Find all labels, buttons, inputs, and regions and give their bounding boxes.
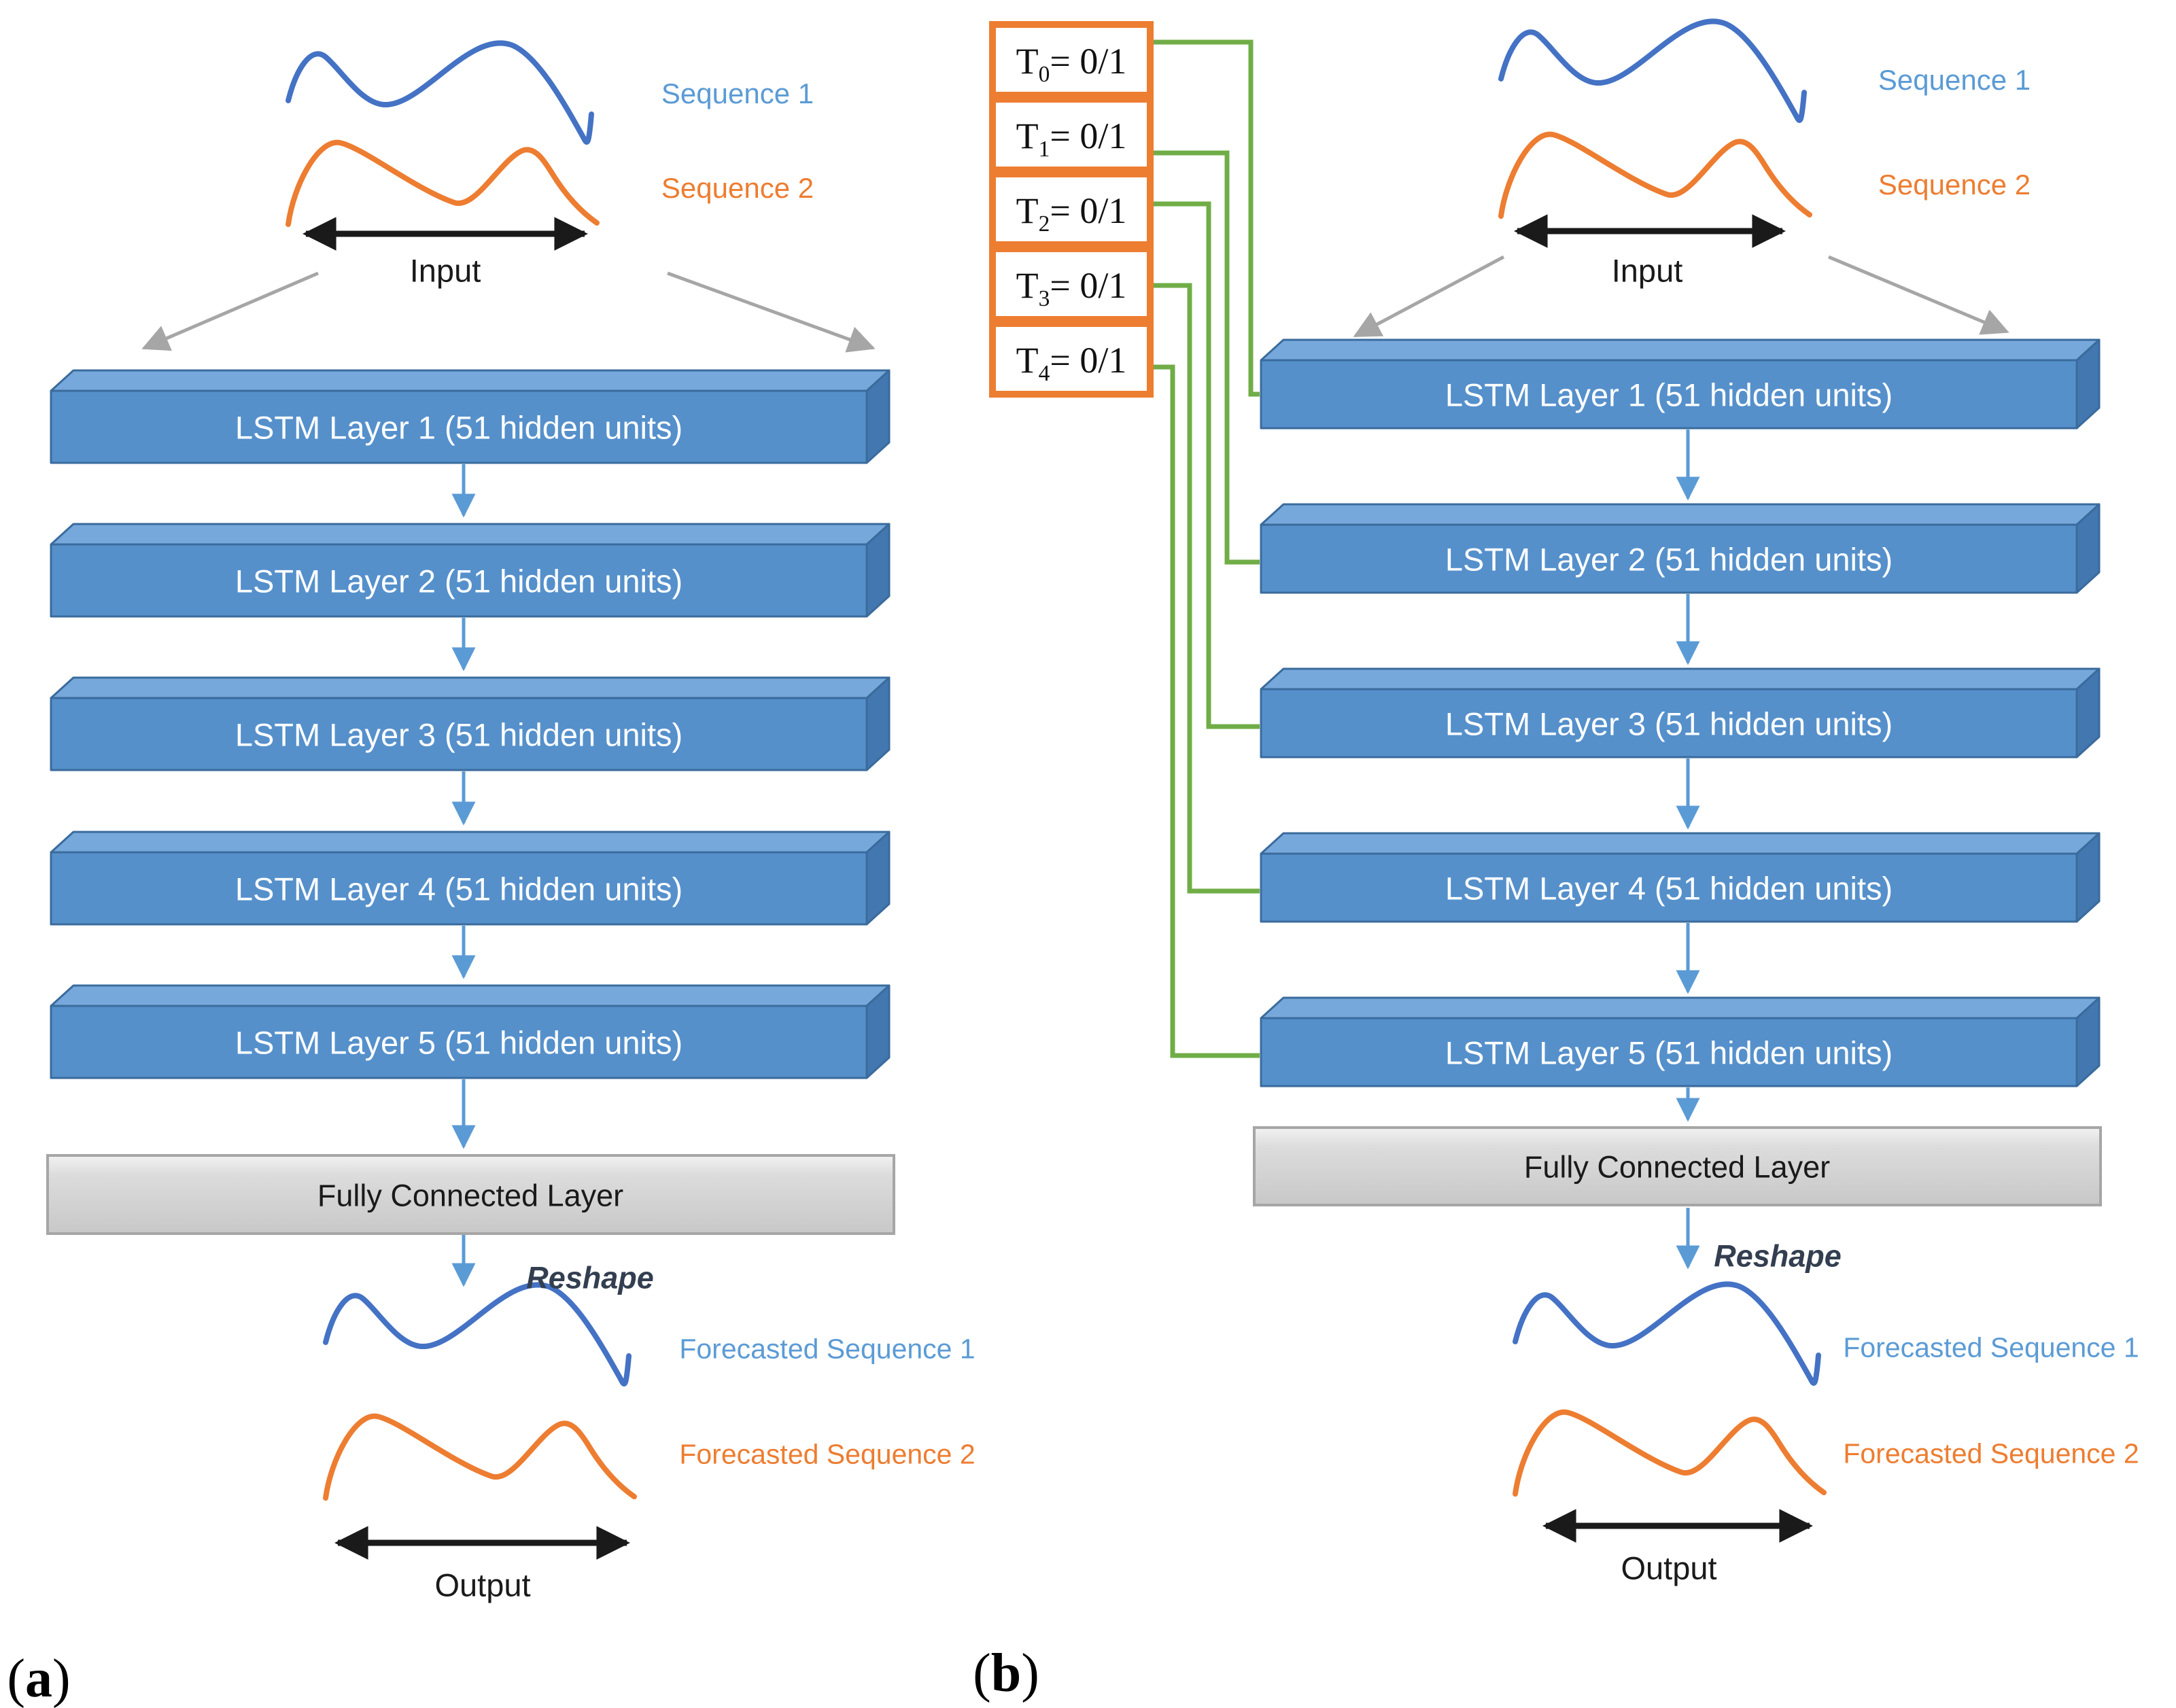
panel-a-tag-open: (	[7, 1649, 25, 1708]
connector-t1-layer2	[1154, 150, 1260, 565]
panel-a-input-curves	[288, 43, 597, 251]
panel-b-tag-close: )	[1021, 1643, 1039, 1703]
fc-label-b: Fully Connected Layer	[1523, 1149, 1831, 1185]
fc-box-a	[46, 1154, 895, 1235]
forecast2-label-a: Forecasted Sequence 2	[679, 1438, 975, 1470]
lstm-layer-b1-label: LSTM Layer 1 (51 hidden units)	[1445, 377, 1893, 413]
lstm-layer-a3-label: LSTM Layer 3 (51 hidden units)	[235, 716, 683, 753]
t-box-1	[989, 96, 1154, 173]
sequence2-curve-a	[288, 143, 597, 224]
reshape-label-b: Reshape	[1714, 1238, 1842, 1274]
forecast1-curve-a	[326, 1285, 629, 1384]
lstm-layer-a5-label: LSTM Layer 5 (51 hidden units)	[235, 1024, 683, 1061]
forecast1-label-a: Forecasted Sequence 1	[679, 1333, 975, 1365]
t1-label: T1= 0/1	[1016, 116, 1127, 162]
output-label-a: Output	[434, 1567, 531, 1603]
panel-b-output-curves	[1515, 1284, 1824, 1543]
panel-b-tag-open: (	[973, 1643, 991, 1703]
input-label-a: Input	[409, 252, 481, 289]
panel-b-input-curves	[1501, 21, 1810, 248]
lstm-box-a4	[50, 831, 891, 926]
panel-a-fanout-arrows	[141, 271, 876, 353]
panel-a-tag-close: )	[52, 1649, 71, 1708]
gray-arrow-right-b	[1828, 255, 2009, 335]
connector-t4-layer5	[1154, 364, 1260, 1058]
gray-arrow-left-a	[141, 271, 319, 351]
lstm-layer-b5-label: LSTM Layer 5 (51 hidden units)	[1445, 1034, 1893, 1071]
t0-label: T0= 0/1	[1016, 41, 1127, 87]
sequence2-label-a: Sequence 2	[661, 172, 814, 204]
lstm-layer-b3-label: LSTM Layer 3 (51 hidden units)	[1445, 705, 1893, 742]
gray-arrow-left-b	[1353, 255, 1505, 338]
lstm-layer-b4-label: LSTM Layer 4 (51 hidden units)	[1445, 870, 1893, 907]
sequence2-curve-b	[1501, 135, 1810, 216]
lstm-box-b3	[1260, 667, 2101, 759]
t3-label: T3= 0/1	[1016, 265, 1127, 311]
gray-arrow-right-a	[667, 271, 876, 353]
lstm-box-a3	[50, 676, 891, 771]
lstm-layer-a1-label: LSTM Layer 1 (51 hidden units)	[235, 409, 683, 446]
lstm-box-b4	[1260, 832, 2101, 923]
sequence1-curve-b	[1501, 21, 1804, 120]
forecast2-curve-a	[326, 1416, 634, 1498]
t2-label: T2= 0/1	[1016, 190, 1127, 237]
t-box-0	[989, 21, 1154, 99]
panel-b-fanout-arrows	[1353, 255, 2009, 338]
forecast1-label-b: Forecasted Sequence 1	[1843, 1331, 2139, 1363]
input-label-b: Input	[1611, 252, 1683, 289]
lstm-box-b2	[1260, 503, 2101, 594]
t-box-4	[989, 320, 1154, 398]
fc-box-b	[1253, 1126, 2102, 1206]
connector-t2-layer3	[1154, 201, 1260, 729]
lstm-layer-a2-label: LSTM Layer 2 (51 hidden units)	[235, 563, 683, 599]
forecast2-label-b: Forecasted Sequence 2	[1843, 1437, 2139, 1469]
panel-b-tag: (b)	[973, 1646, 1039, 1701]
forecast2-curve-b	[1515, 1412, 1824, 1494]
lstm-layer-b2-label: LSTM Layer 2 (51 hidden units)	[1445, 541, 1893, 578]
connector-t0-layer1	[1154, 39, 1260, 397]
connector-t3-layer4	[1154, 283, 1260, 894]
sequence1-label-a: Sequence 1	[661, 77, 814, 109]
sequence1-label-b: Sequence 1	[1878, 64, 2031, 96]
green-connectors	[1154, 39, 1260, 1058]
fc-label-a: Fully Connected Layer	[317, 1178, 624, 1213]
sequence2-label-b: Sequence 2	[1878, 169, 2031, 201]
panel-a-output-curves	[326, 1285, 634, 1560]
lstm-box-b5	[1260, 996, 2101, 1087]
panel-a-tag-letter: a	[25, 1649, 52, 1708]
lstm-box-a1	[50, 369, 891, 464]
lstm-box-a5	[50, 984, 891, 1079]
t-condition-boxes	[989, 21, 1154, 398]
forecast1-curve-b	[1515, 1284, 1818, 1383]
panel-b-tag-letter: b	[990, 1643, 1022, 1703]
reshape-label-a: Reshape	[526, 1260, 654, 1295]
t-box-3	[989, 245, 1154, 323]
lstm-box-b1	[1260, 338, 2101, 430]
panel-a-tag: (a)	[7, 1652, 70, 1706]
sequence1-curve-a	[288, 43, 591, 142]
lstm-box-a2	[50, 523, 891, 618]
t4-label: T4= 0/1	[1016, 340, 1127, 386]
lstm-layer-a4-label: LSTM Layer 4 (51 hidden units)	[235, 871, 683, 907]
output-label-b: Output	[1621, 1550, 1717, 1586]
t-box-2	[989, 171, 1154, 248]
